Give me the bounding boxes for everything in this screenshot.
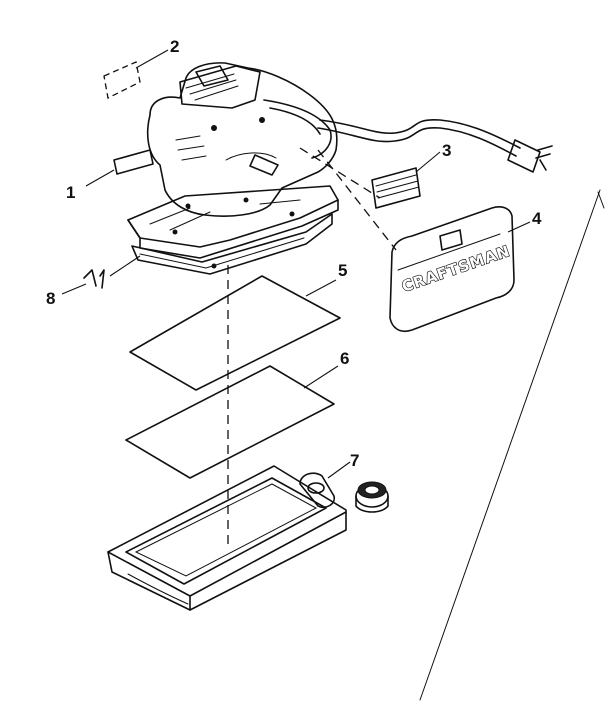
callout-label-8: 8 — [46, 289, 55, 308]
assembly-guide-lines — [227, 147, 397, 545]
part-2-label-plate — [103, 49, 169, 99]
part-4-nameplate — [389, 206, 531, 333]
part-1-switch-cover — [85, 149, 154, 187]
callout-label-5: 5 — [338, 261, 347, 280]
diagonal-edge-line — [419, 189, 601, 701]
part-5-abrasive-sheet — [129, 275, 341, 391]
part-6-pad-backing — [125, 365, 339, 479]
sander-base — [127, 185, 339, 275]
callout-label-3: 3 — [442, 141, 451, 160]
sander-body — [146, 62, 338, 217]
callout-label-4: 4 — [532, 209, 542, 228]
part-3-caution-label — [371, 151, 441, 209]
callout-label-6: 6 — [340, 349, 349, 368]
callout-label-2: 2 — [170, 37, 179, 56]
corner-mark — [597, 191, 605, 209]
callout-label-1: 1 — [66, 183, 75, 202]
power-plug — [507, 139, 553, 173]
part-8-clamp-spring — [61, 255, 141, 295]
callout-label-7: 7 — [350, 451, 359, 470]
part-7-dust-tray — [107, 461, 389, 611]
power-cord — [317, 119, 521, 157]
